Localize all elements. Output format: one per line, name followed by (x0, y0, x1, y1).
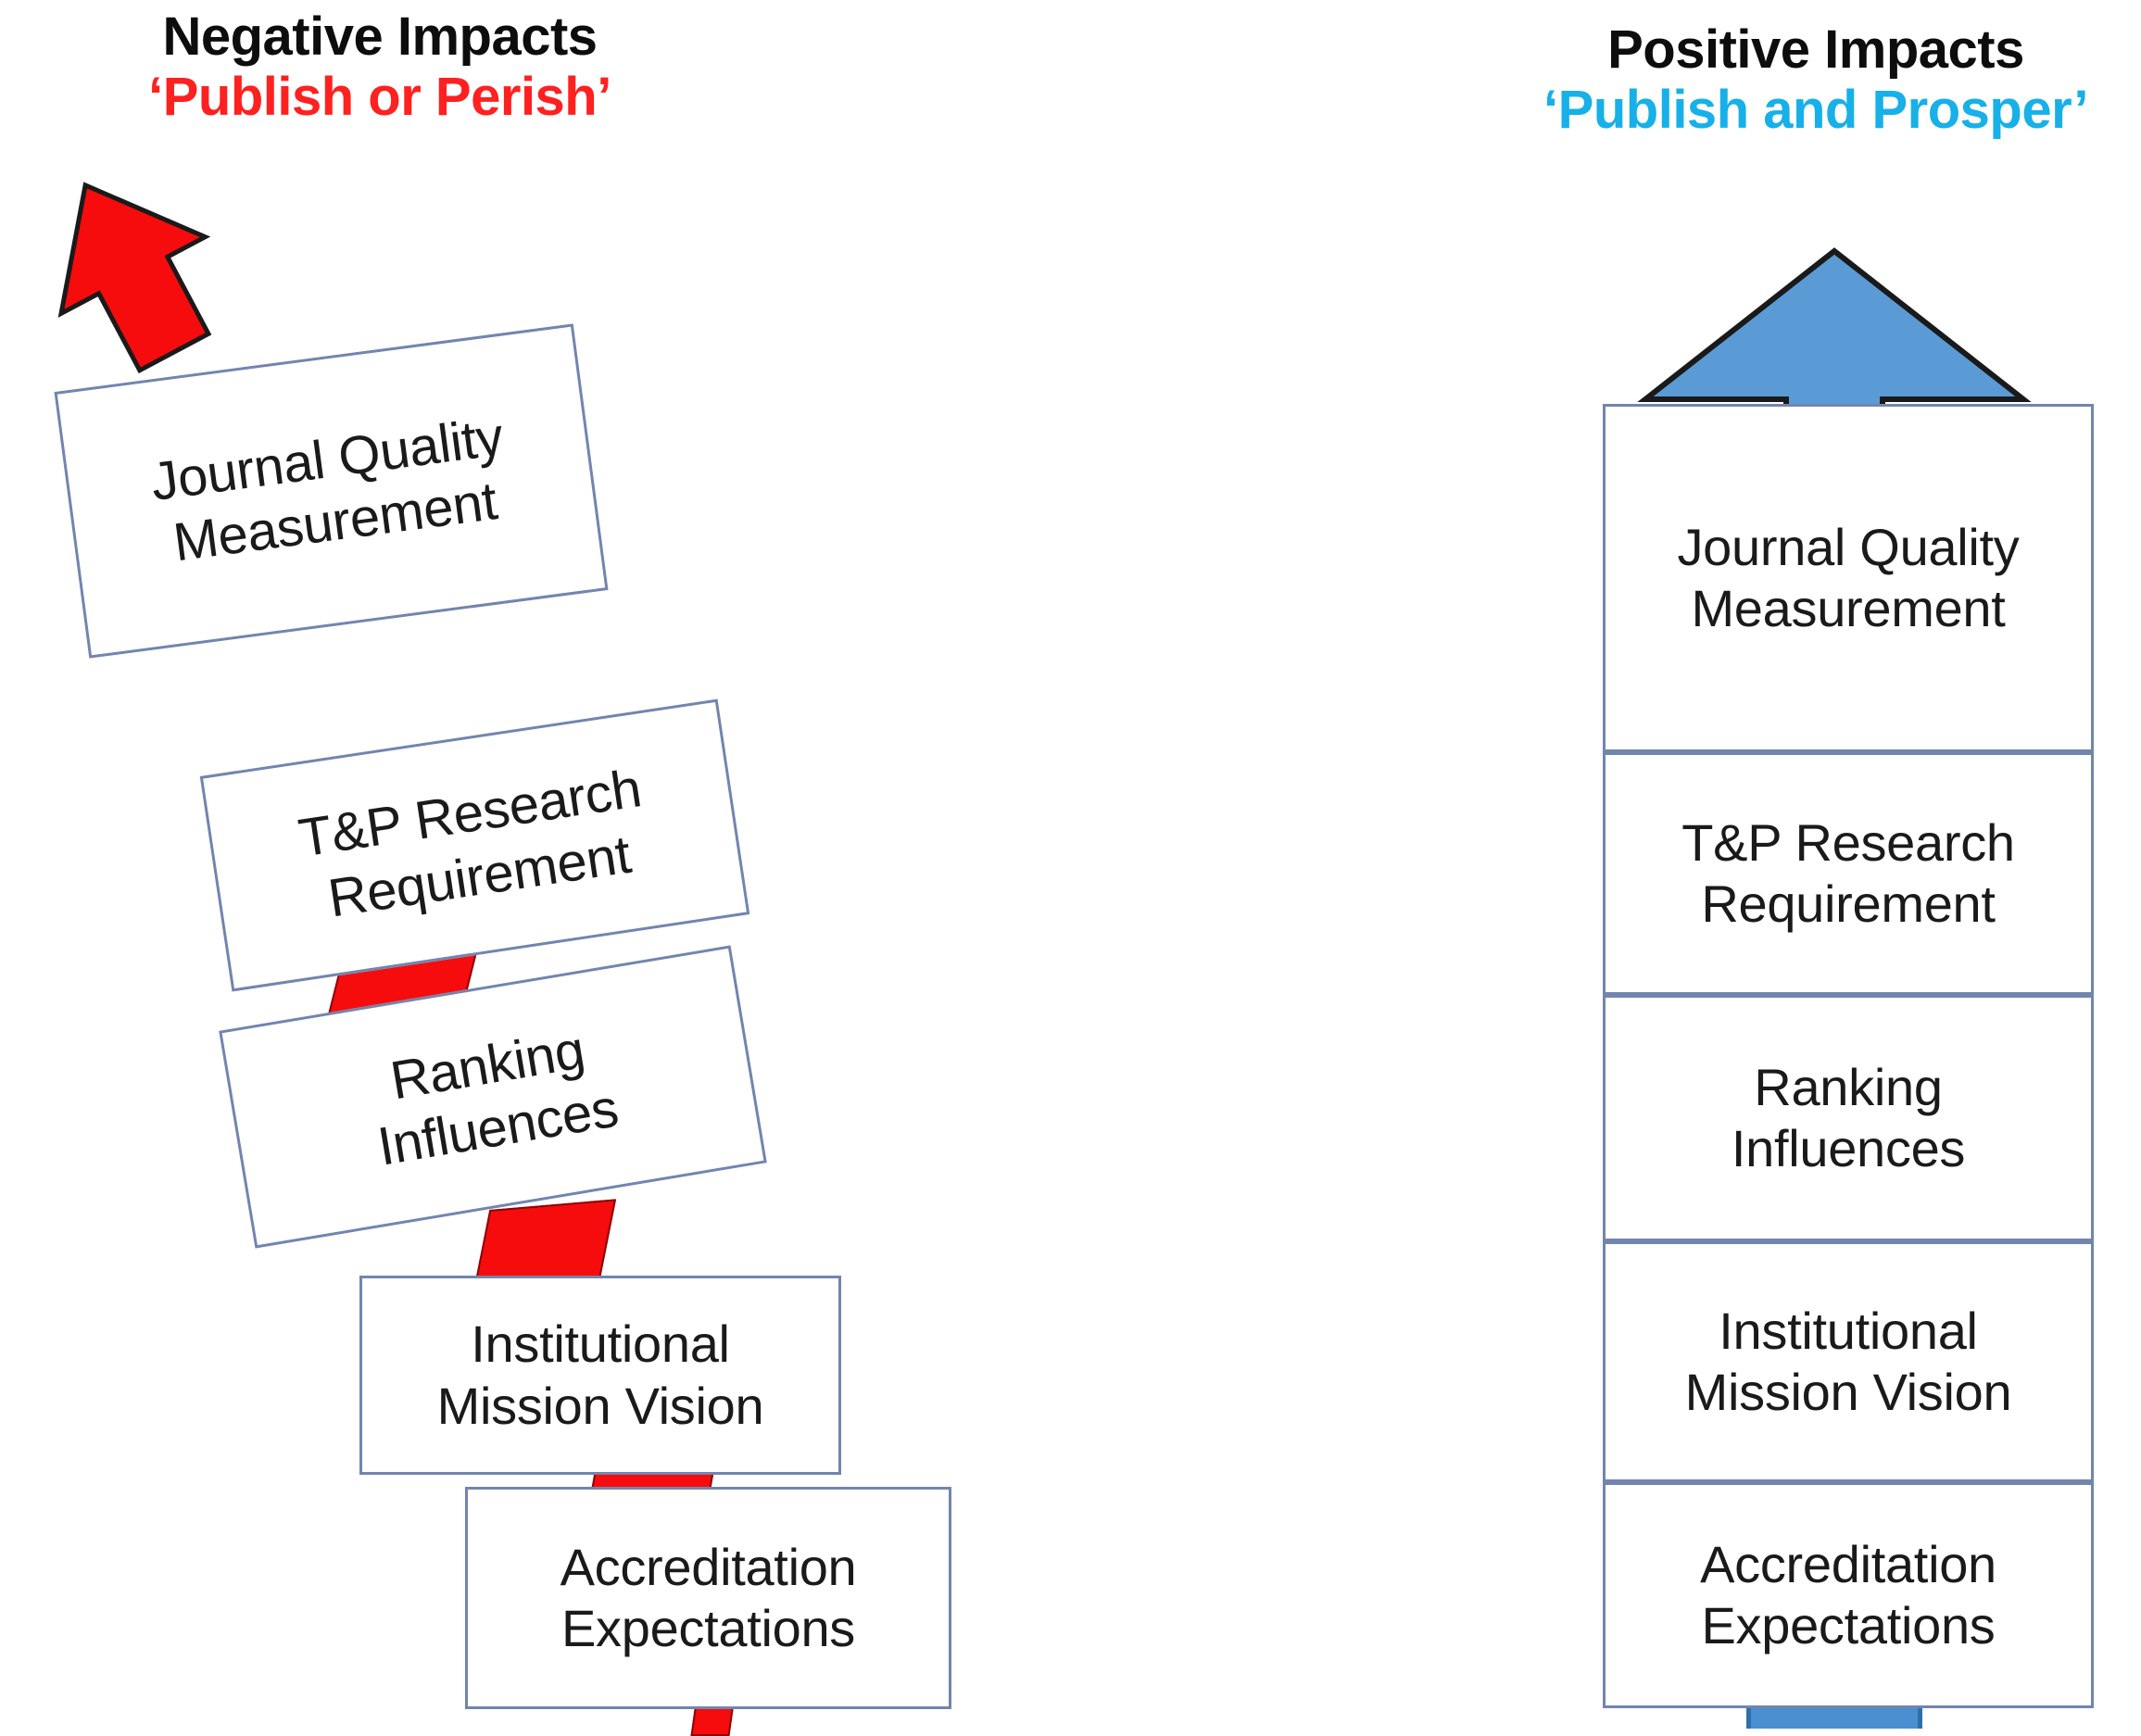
negative-node-accreditation-expectations[interactable]: Accreditation Expectations (465, 1487, 951, 1709)
positive-heading-main: Positive Impacts (1607, 19, 2024, 80)
negative-node-4-line1: Institutional (471, 1315, 730, 1374)
negative-node-tp-research-requirement[interactable]: T&P Research Requirement (199, 698, 750, 992)
positive-node-ranking-influences[interactable]: Ranking Influences (1603, 995, 2094, 1241)
negative-node-4-line2: Mission Vision (436, 1376, 764, 1435)
positive-node-tp-research-requirement[interactable]: T&P Research Requirement (1603, 752, 2094, 995)
negative-node-5-line2: Expectations (560, 1599, 856, 1657)
positive-node-2-line2: Requirement (1701, 874, 1996, 933)
negative-column-heading: Negative Impacts ‘Publish or Perish’ (56, 6, 704, 128)
negative-node-institutional-mission-vision[interactable]: Institutional Mission Vision (359, 1276, 841, 1475)
negative-node-journal-quality-measurement[interactable]: Journal Quality Measurement (54, 323, 609, 659)
positive-node-1-line2: Measurement (1691, 579, 2006, 637)
blue-up-arrow-icon (1637, 247, 2032, 424)
negative-node-ranking-influences[interactable]: Ranking Influences (219, 945, 767, 1249)
positive-heading-sub: ‘Publish and Prosper’ (1543, 79, 2088, 140)
positive-node-3-line2: Influences (1731, 1119, 1966, 1177)
red-up-arrow-icon (57, 182, 212, 374)
positive-node-journal-quality-measurement[interactable]: Journal Quality Measurement (1603, 404, 2094, 752)
positive-node-accreditation-expectations[interactable]: Accreditation Expectations (1603, 1482, 2094, 1708)
negative-heading-main: Negative Impacts (162, 6, 598, 67)
positive-node-3-line1: Ranking (1754, 1057, 1943, 1116)
negative-node-5-line1: Accreditation (560, 1537, 857, 1596)
positive-column-heading: Positive Impacts ‘Publish and Prosper’ (1482, 19, 2141, 141)
positive-node-institutional-mission-vision[interactable]: Institutional Mission Vision (1603, 1241, 2094, 1482)
positive-node-2-line1: T&P Research (1681, 812, 2015, 872)
positive-node-4-line2: Mission Vision (1684, 1363, 2012, 1421)
positive-node-1-line1: Journal Quality (1677, 517, 2020, 576)
negative-heading-sub: ‘Publish or Perish’ (148, 66, 611, 127)
positive-node-4-line1: Institutional (1719, 1301, 1978, 1360)
positive-node-5-line2: Expectations (1701, 1596, 1996, 1654)
positive-node-5-line1: Accreditation (1700, 1534, 1996, 1593)
